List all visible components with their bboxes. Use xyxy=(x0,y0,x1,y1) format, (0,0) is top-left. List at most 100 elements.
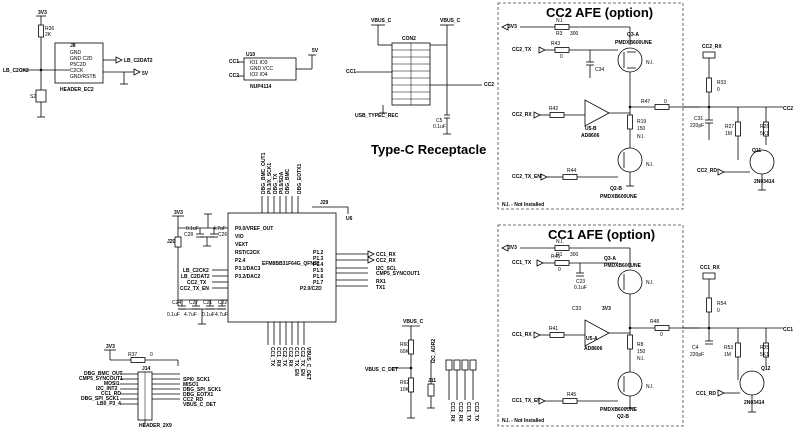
cc1-r41-label: R41 xyxy=(549,326,558,332)
header-j14-block: 3V3 R37 0 J14 HEADER_2X9 DBG_BMC_OUT CMP… xyxy=(79,344,221,429)
mcu-3v3: 3V3 xyxy=(174,210,183,216)
cc2-r43-label: R43 xyxy=(551,41,560,47)
mcu-left-pin-7: P3.2/DAC2 xyxy=(235,274,261,280)
cc1-rd-net: CC1_RD xyxy=(696,391,716,397)
cc2-ni-note: N.I. - Not Installed xyxy=(502,202,544,208)
u10-part: NUP4114 xyxy=(250,84,272,90)
c5-value: 0.1uF xyxy=(433,124,446,130)
u10-net-cc2: CC2 xyxy=(229,73,239,79)
cc2-r19-label: R19 xyxy=(637,119,646,125)
cc2-q2b-label: Q2-B xyxy=(610,186,622,192)
mcu-left-pin-5: P2.4 xyxy=(235,258,246,264)
cc2-r47-value: 0 xyxy=(664,99,667,105)
r37-label: R37 xyxy=(128,352,137,358)
mcu-top-pins xyxy=(261,196,299,213)
j11-label: J11 xyxy=(428,378,436,384)
j14-right-6: VBUS_C_DET xyxy=(183,402,216,408)
u10-pin-row-1: IO1 IO3 xyxy=(250,60,268,66)
q12-part: 2N03414 xyxy=(744,400,765,406)
j14-right-2: MISO1 xyxy=(183,382,199,388)
vbus-c-left-label: VBUS_C xyxy=(371,18,392,24)
cc1-rd-network: CC1_RX R54 0 CC1 C4 220pF R53 1M R35 5K1… xyxy=(683,265,793,413)
mcu-bot-net-2: CC1_RX xyxy=(275,347,281,367)
mcu-body xyxy=(227,212,337,323)
power-3v3-label: 3V3 xyxy=(38,10,47,16)
cc2-r19-value: 150 xyxy=(637,126,646,132)
cc2-q3a-part: PMDXB600UNE xyxy=(615,40,653,46)
r27-value: 1M xyxy=(725,131,732,137)
cc1-c33-label: C33 xyxy=(572,306,581,312)
cc1-u5a-part: AD8606 xyxy=(584,346,603,352)
r27-label: R27 xyxy=(725,124,734,130)
mcu-right-pin-7: P2.0/C2D xyxy=(300,286,322,292)
cc1-afe-title: CC1 AFE (option) xyxy=(548,227,655,242)
cc1-opamp-3v3: 3V3 xyxy=(602,306,611,312)
cc1-q3b-part: PMDXB600UNE xyxy=(600,407,638,413)
r60-value: 60K xyxy=(400,349,410,355)
c5-label: C5 xyxy=(436,118,443,124)
j14-left-5: CC1_RD xyxy=(101,391,121,397)
u10-pin-row-3: IO2 IO4 xyxy=(250,72,268,78)
typec-net-cc1: CC1 xyxy=(346,69,356,75)
r35-value: 5K1 xyxy=(760,352,769,358)
cc1-c23-label: C23 xyxy=(576,279,585,285)
r54-value: 0 xyxy=(717,308,720,314)
mcu-net-tx1: TX1 xyxy=(376,285,385,291)
cc2-rd-network: CC2_RX R33 0 CC2 C31 220pF R27 1M R26 5K… xyxy=(683,44,793,191)
cap-c22-value: 4.7uF xyxy=(215,312,228,318)
q11-part: 2N03414 xyxy=(754,179,775,185)
mcu-block: EFM8BB31F64G_QFN32 P0.0/VREF_OUT VIO VEX… xyxy=(180,152,420,380)
cc1-out-net: CC1 xyxy=(783,327,793,333)
cc1-r46-value: 0 xyxy=(558,267,561,273)
u10-pin-row-2: GND VCC xyxy=(250,66,273,72)
cc2-rx-top: CC2_RX xyxy=(702,44,722,50)
usb-typec-rec-label: USB_TYPEC_REC xyxy=(355,113,399,119)
cc1-r8-value: 150 xyxy=(637,349,646,355)
cc1-r45-label: R45 xyxy=(567,392,576,398)
cc1-u5a-label: U5-A xyxy=(586,336,598,342)
cc1-q3a-part: PMDXB600UNE xyxy=(604,263,642,269)
cc2-net-tx: CC2_TX xyxy=(512,47,532,53)
test-points: CC1_RX CC2_RX CC1_TX CC2_TX xyxy=(445,359,479,422)
cc2-net-rx: CC2_RX xyxy=(512,112,532,118)
j14-right-3: DBG_SPI_SCK1 xyxy=(183,387,221,393)
cc2-u5b-label: U5-B xyxy=(585,126,597,132)
mcu-net-cmp5: CMP5_SYNCOUT1 xyxy=(376,271,420,277)
r33-label: R33 xyxy=(717,80,726,86)
cc2-rd-net: CC2_RD xyxy=(697,168,717,174)
cc1-ni-note: N.I. - Not Installed xyxy=(502,418,544,424)
j14-right-4: DBG_EOTX1 xyxy=(183,392,214,398)
switch-s2 xyxy=(35,89,47,103)
r36-label: R36 xyxy=(45,26,54,32)
j14-left-4: I2C_INT2 xyxy=(96,386,118,392)
esd-protection-u10: U10 IO1 IO3 GND VCC IO2 IO4 NUP4114 CC1 … xyxy=(229,48,319,90)
r33-value: 0 xyxy=(717,87,720,93)
cc1-r46-label: R46 xyxy=(551,254,560,260)
cc2-q2b-ni: N.I. xyxy=(646,162,654,168)
mcu-left-pin-4: RST/C2CK xyxy=(235,250,260,256)
mcu-left-pin-1: P0.0/VREF_OUT xyxy=(235,226,273,232)
j29-label: J29 xyxy=(320,200,329,206)
cc1-r8-ni: N.I. xyxy=(637,356,645,362)
con2-pin-rows xyxy=(392,49,430,100)
mcu-top-net-1: DBG_BMC_OUT1 xyxy=(261,152,267,194)
mcu-bot-net-4: CC2_RX xyxy=(287,347,293,367)
cc2-r3-value: 300 xyxy=(570,31,579,37)
j8-pin-3: P5C2D xyxy=(70,62,87,68)
connector-j8 xyxy=(54,42,104,84)
j14-right-1: SPI0_SCK1 xyxy=(183,377,210,383)
mcu-net-cc2-tx-en: CC2_TX_EN xyxy=(180,286,209,292)
cc2-r43-value: 0 xyxy=(560,54,563,60)
cap-c22-label: C22 xyxy=(218,300,227,306)
mcu-bot-net-6: CC2_TX_EN xyxy=(299,347,305,376)
cc2-afe-frame xyxy=(497,2,684,210)
tp-cc2-tx: CC2_TX xyxy=(473,402,479,422)
j8-pin-5: GND/RSTB xyxy=(70,74,97,80)
vbus-det-vbus: VBUS_C xyxy=(403,319,424,325)
s2-label: S2 xyxy=(30,94,36,100)
cc1-afe-block: CC1 AFE (option) 3V3 N.I. R1 300 Q3-A PM… xyxy=(497,224,700,427)
cc2-r3-label: R3 xyxy=(556,31,563,37)
j8-pin-2: GND C2D xyxy=(70,56,93,62)
u10-label: U10 xyxy=(246,52,255,58)
